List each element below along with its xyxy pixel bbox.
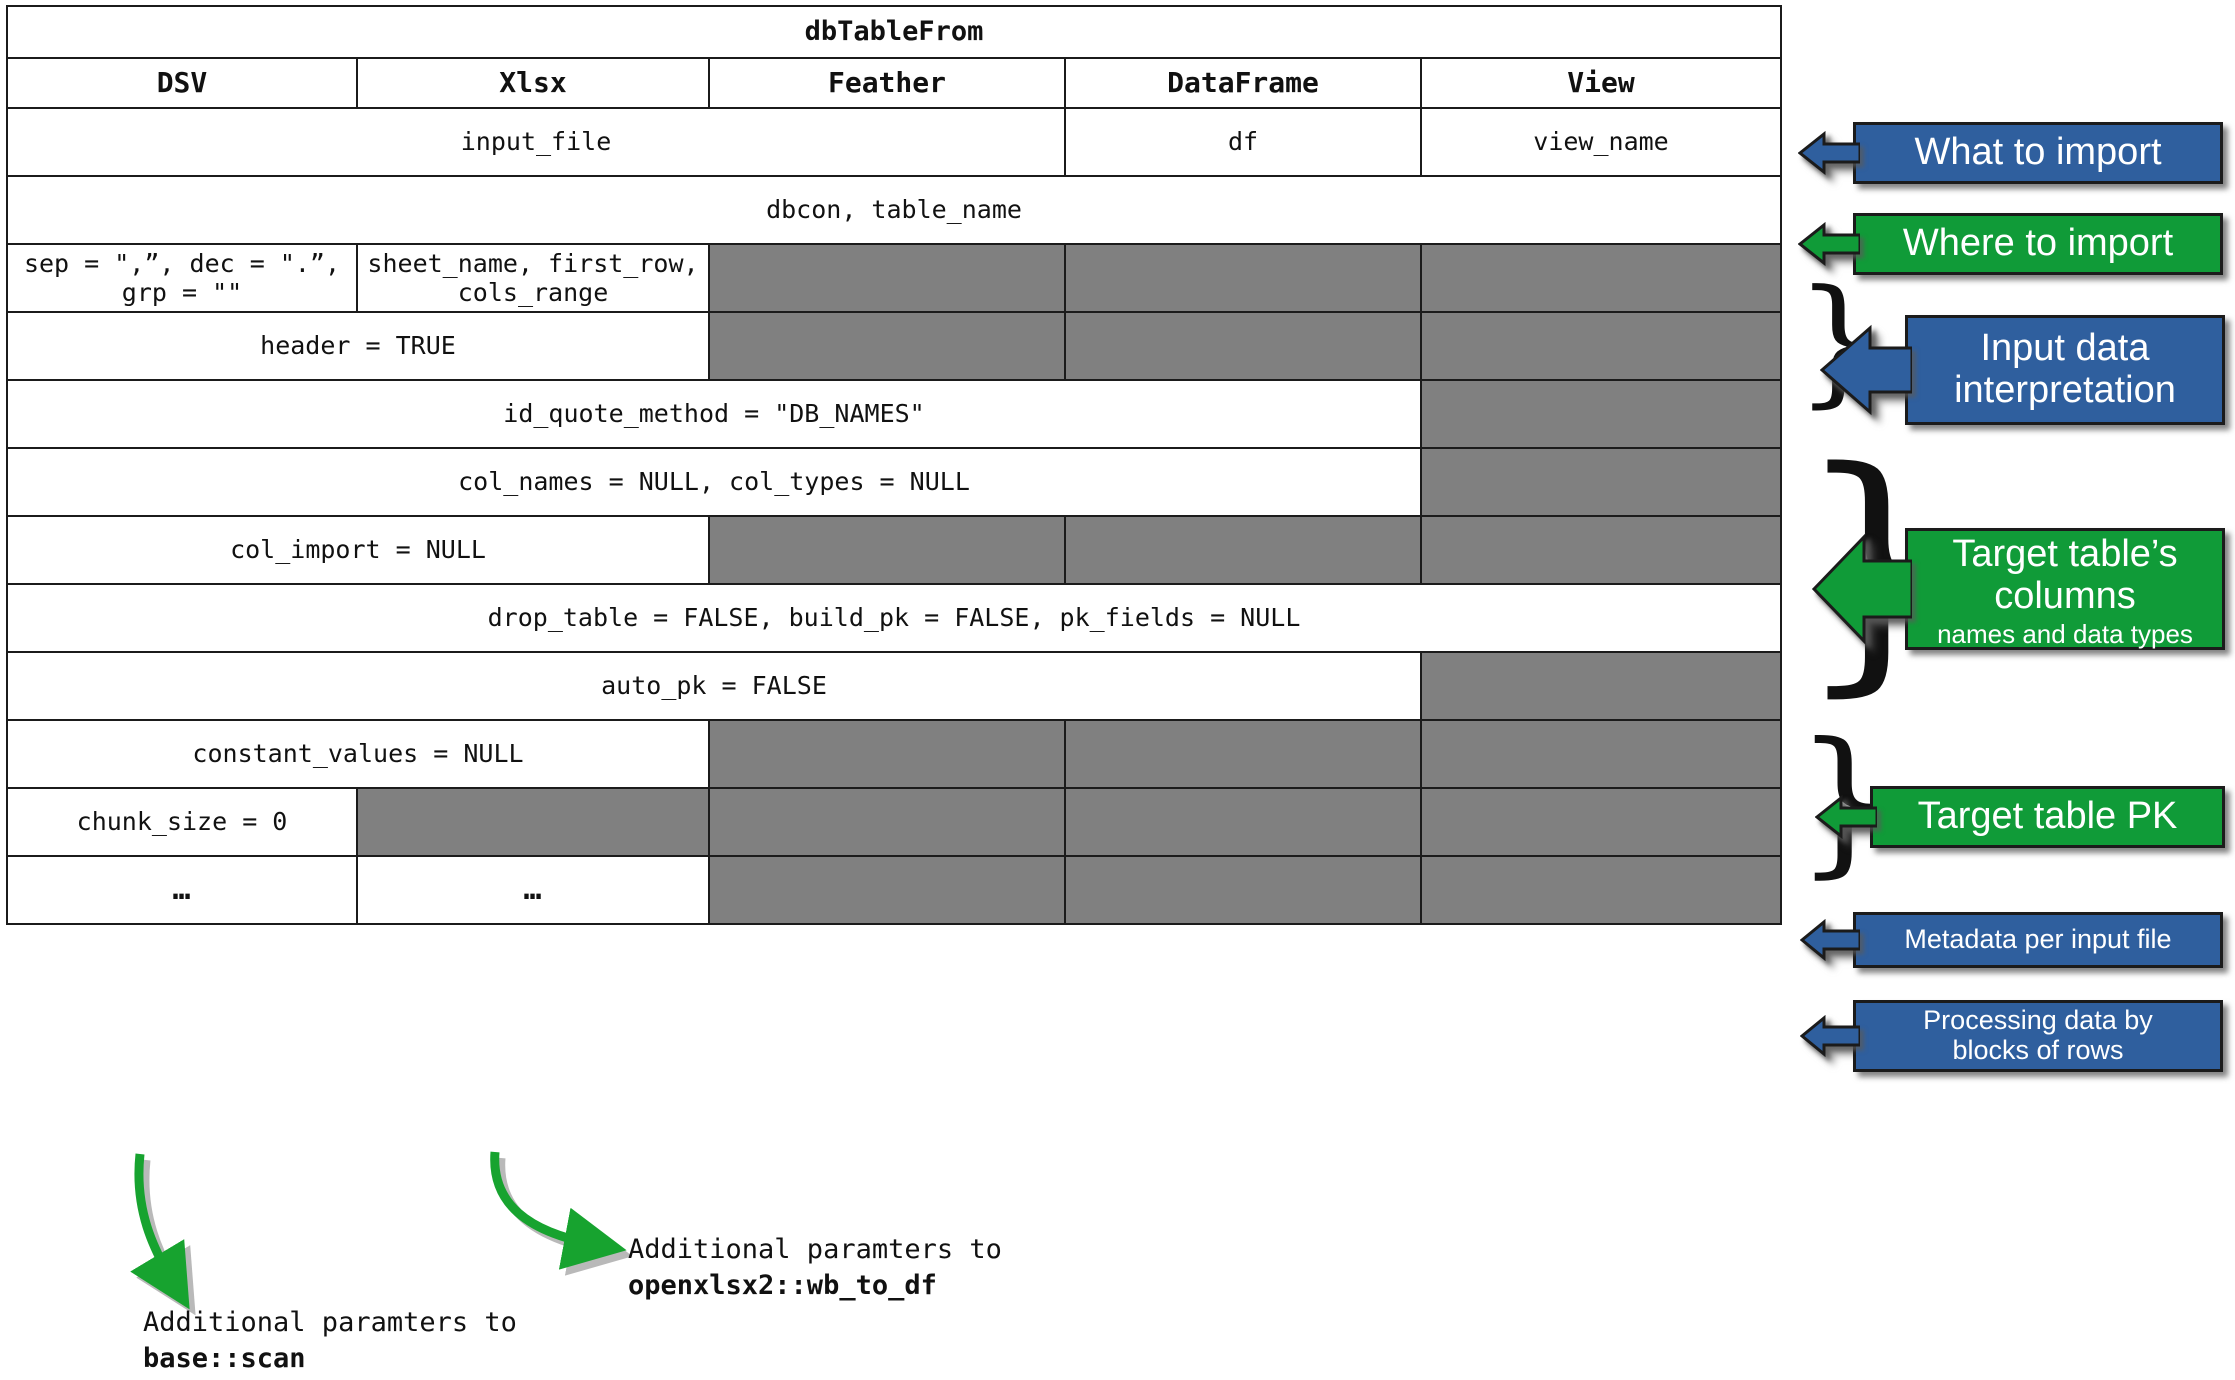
cell-disabled (1064, 515, 1422, 585)
cell-disabled (1420, 311, 1782, 381)
cell-disabled (708, 719, 1066, 789)
cell-what-to-import: view_name (1420, 107, 1782, 177)
table-row: header = TRUE (6, 311, 1782, 381)
table-title: dbTableFrom (6, 5, 1782, 59)
cell-disabled (1420, 379, 1782, 449)
callout-label: Target table PK (1917, 795, 2178, 838)
cell-disabled (708, 787, 1066, 857)
cell-ellipsis: … (6, 855, 358, 925)
column-header-dataframe: DataFrame (1064, 57, 1422, 109)
callout-target-table-pk[interactable]: Target table PK (1815, 786, 2225, 848)
table-row: …… (6, 855, 1782, 925)
cell-disabled (708, 311, 1066, 381)
cell-disabled (708, 243, 1066, 313)
table-row: col_import = NULL (6, 515, 1782, 585)
cell-disabled (708, 855, 1066, 925)
arrow-left-icon (1815, 794, 1877, 840)
cell-disabled (1420, 447, 1782, 517)
callout-metadata-per-input-file[interactable]: Metadata per input file (1800, 912, 2223, 968)
cell-what-to-import: df (1064, 107, 1422, 177)
callout-sublabel: names and data types (1937, 618, 2193, 649)
cell-chunk-size: chunk_size = 0 (6, 787, 358, 857)
table-row: chunk_size = 0 (6, 787, 1782, 857)
cell-constant-values: constant_values = NULL (6, 719, 710, 789)
arrow-left-icon (1800, 1015, 1860, 1057)
cell-disabled (1420, 515, 1782, 585)
annotation-line2: base::scan (143, 1342, 306, 1374)
cell-disabled (1420, 243, 1782, 313)
cell-disabled (1420, 787, 1782, 857)
cell-col-names-types: col_names = NULL, col_types = NULL (6, 447, 1422, 517)
annotation-line1: Additional paramters to (143, 1307, 517, 1338)
cell-disabled (1420, 719, 1782, 789)
callout-where-to-import[interactable]: Where to import (1798, 213, 2223, 275)
callout-label: What to import (1914, 131, 2162, 174)
cell-disabled (1420, 855, 1782, 925)
table-title-row: dbTableFrom (6, 5, 1782, 59)
cell-header: header = TRUE (6, 311, 710, 381)
table-row: col_names = NULL, col_types = NULL (6, 447, 1782, 517)
callout-what-to-import[interactable]: What to import (1798, 122, 2223, 184)
cell-disabled (1064, 787, 1422, 857)
callout-label: Metadata per input file (1904, 924, 2172, 955)
curved-arrow-to-wb-to-df (490, 1151, 633, 1276)
arrow-left-icon (1800, 919, 1860, 961)
table-row: constant_values = NULL (6, 719, 1782, 789)
cell-disabled (1064, 719, 1422, 789)
arrow-left-icon (1812, 533, 1912, 645)
annotation-wb-to-df: Additional paramters to openxlsx2::wb_to… (628, 1232, 1002, 1303)
cell-drop-table-build-pk: drop_table = FALSE, build_pk = FALSE, pk… (6, 583, 1782, 653)
cell-disabled (708, 515, 1066, 585)
cell-what-to-import: input_file (6, 107, 1066, 177)
curved-arrow-to-base-scan (130, 1153, 196, 1316)
annotation-base-scan: Additional paramters to base::scan (143, 1305, 517, 1376)
cell-col-import: col_import = NULL (6, 515, 710, 585)
arrow-left-icon (1798, 221, 1860, 267)
cell-disabled (356, 787, 710, 857)
column-header-dsv: DSV (6, 57, 358, 109)
table-row: auto_pk = FALSE (6, 651, 1782, 721)
cell-disabled (1064, 311, 1422, 381)
arrow-left-icon (1798, 130, 1860, 176)
cell-ellipsis: … (356, 855, 710, 925)
callout-label: Where to import (1902, 222, 2174, 265)
cell-auto-pk: auto_pk = FALSE (6, 651, 1422, 721)
table-row: dbcon, table_name (6, 175, 1782, 245)
table-row: id_quote_method = "DB_NAMES" (6, 379, 1782, 449)
cell-where-to-import: dbcon, table_name (6, 175, 1782, 245)
annotation-line1: Additional paramters to (628, 1234, 1002, 1265)
cell-disabled (1064, 855, 1422, 925)
cell-disabled (1064, 243, 1422, 313)
table-row: drop_table = FALSE, build_pk = FALSE, pk… (6, 583, 1782, 653)
column-header-feather: Feather (708, 57, 1066, 109)
table-row: sep = ",”, dec = ".”, grp = ""sheet_name… (6, 243, 1782, 313)
cell-sep-dec-grp: sheet_name, first_row, cols_range (356, 243, 710, 313)
arrow-left-icon (1820, 324, 1912, 416)
cell-id-quote-method: id_quote_method = "DB_NAMES" (6, 379, 1422, 449)
column-header-xlsx: Xlsx (356, 57, 710, 109)
annotation-line2: openxlsx2::wb_to_df (628, 1269, 937, 1301)
cell-disabled (1420, 651, 1782, 721)
cell-sep-dec-grp: sep = ",”, dec = ".”, grp = "" (6, 243, 358, 313)
column-header-view: View (1420, 57, 1782, 109)
